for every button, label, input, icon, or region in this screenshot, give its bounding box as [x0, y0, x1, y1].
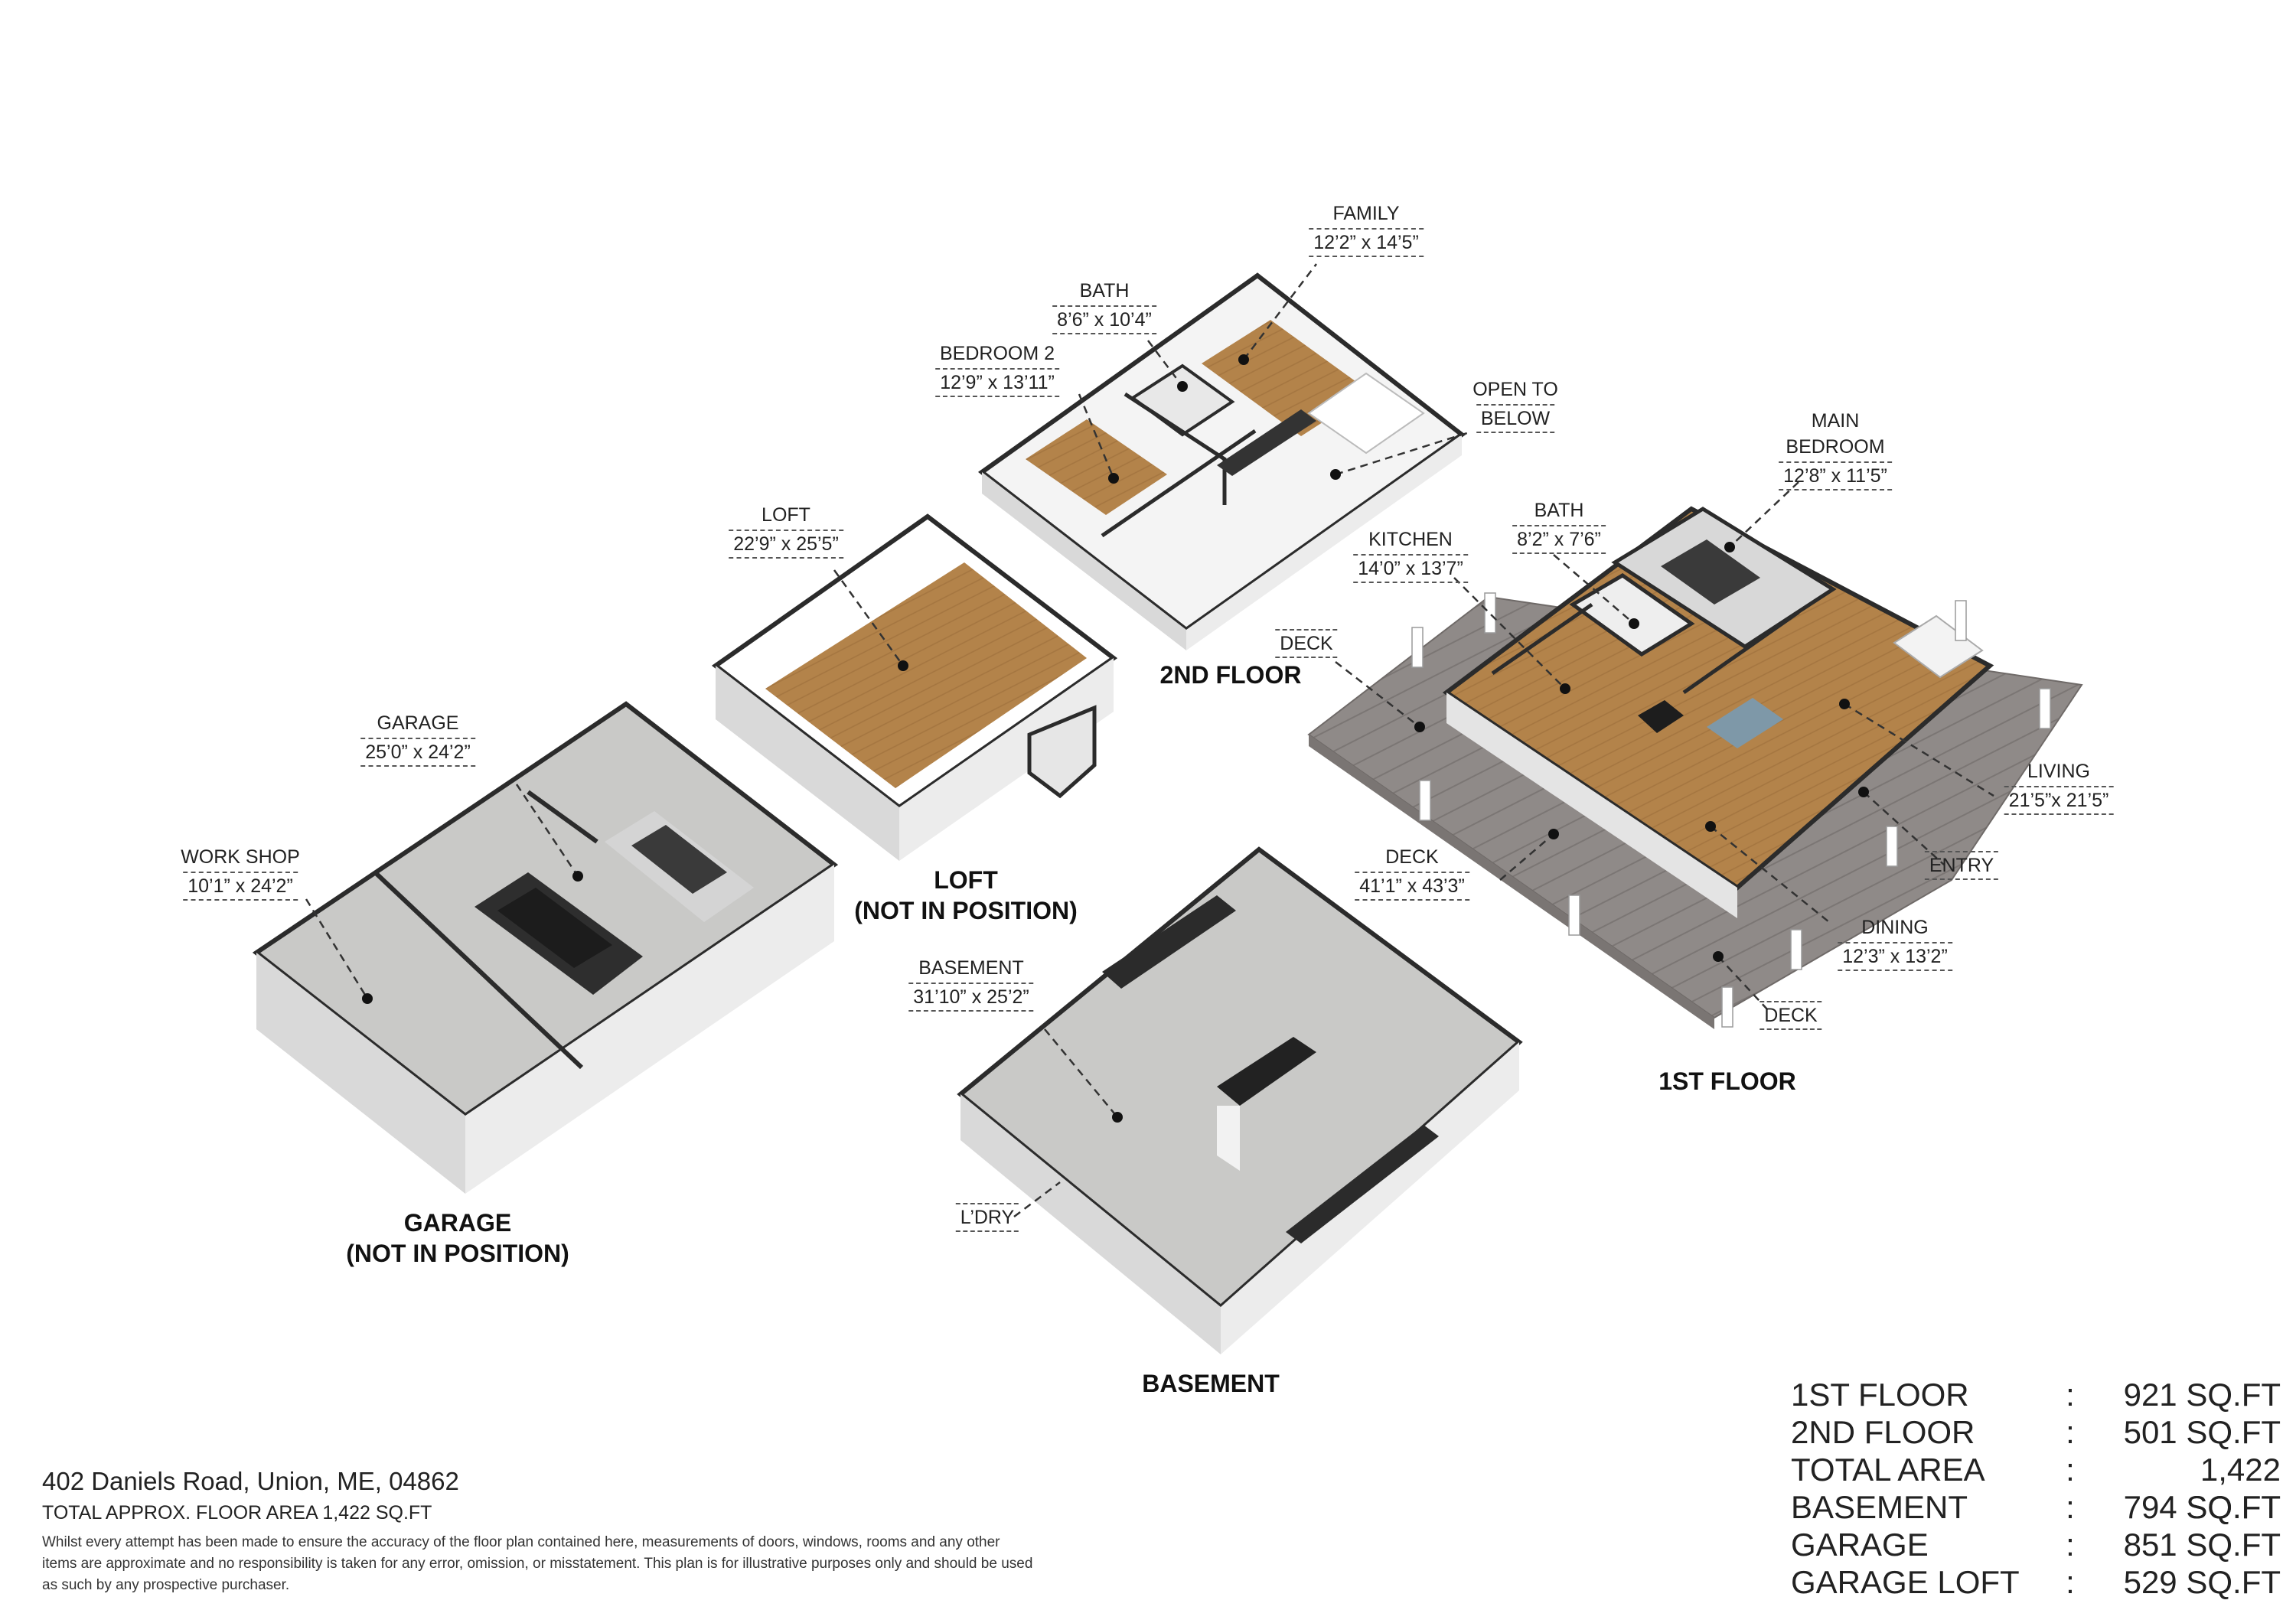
area-separator: : [2066, 1527, 2075, 1563]
area-separator: : [2066, 1452, 2075, 1488]
area-value: 529 SQ.FT [2123, 1564, 2281, 1600]
area-value: 851 SQ.FT [2123, 1527, 2281, 1563]
room-markers [362, 354, 1869, 1123]
area-separator: : [2066, 1564, 2075, 1600]
area-value: 501 SQ.FT [2123, 1414, 2281, 1450]
area-summary-table: 1ST FLOOR : 921 SQ.FT 2ND FLOOR : 501 SQ… [1791, 1376, 2281, 1601]
area-label: GARAGE [1791, 1527, 1929, 1563]
label-laundry: L’DRY [955, 1201, 1019, 1232]
loft-plan [711, 513, 1118, 861]
area-separator: : [2066, 1414, 2075, 1450]
area-row: GARAGE : 851 SQ.FT [1791, 1526, 2281, 1563]
car-dark [475, 872, 643, 995]
title-first-floor: 1ST FLOOR [1658, 1067, 1796, 1095]
label-leaders [305, 263, 1994, 1217]
label-deck-lower: DECK [1760, 999, 1822, 1030]
second-floor-plan [977, 272, 1466, 650]
title-loft: LOFT(NOT IN POSITION) [854, 866, 1078, 924]
title-garage: GARAGE(NOT IN POSITION) [346, 1209, 569, 1267]
area-value: 794 SQ.FT [2123, 1489, 2281, 1525]
area-row: 2ND FLOOR : 501 SQ.FT [1791, 1413, 2281, 1451]
first-floor-plan [1307, 506, 2083, 1029]
area-label: 1ST FLOOR [1791, 1377, 1969, 1413]
area-value: 1,422 SQ.FT [2186, 1452, 2281, 1525]
title-second-floor: 2ND FLOOR [1159, 661, 1302, 689]
area-separator: : [2066, 1489, 2075, 1525]
area-row: 1ST FLOOR : 921 SQ.FT [1791, 1376, 2281, 1413]
area-label: TOTAL AREA [1791, 1452, 1985, 1488]
area-label: BASEMENT [1791, 1489, 1968, 1525]
area-label: GARAGE LOFT [1791, 1564, 2020, 1600]
garage-plan [252, 701, 839, 1194]
label-entry: ENTRY [1924, 849, 1999, 880]
property-address: 402 Daniels Road, Union, ME, 04862 [42, 1467, 459, 1495]
area-separator: : [2066, 1377, 2075, 1413]
area-row: GARAGE LOFT : 529 SQ.FT [1791, 1563, 2281, 1601]
area-row: TOTAL AREA : 1,422 SQ.FT [1791, 1451, 2281, 1525]
area-value: 921 SQ.FT [2123, 1377, 2281, 1413]
basement-plan [957, 846, 1523, 1354]
area-row: BASEMENT : 794 SQ.FT [1791, 1488, 2281, 1526]
label-deck-upper: DECK [1275, 627, 1338, 658]
disclaimer: Whilst every attempt has been made to en… [42, 1534, 1033, 1593]
total-floor-area: TOTAL APPROX. FLOOR AREA 1,422 SQ.FT [42, 1502, 432, 1524]
title-basement: BASEMENT [1142, 1370, 1280, 1397]
car-silver [605, 811, 754, 922]
area-label: 2ND FLOOR [1791, 1414, 1975, 1450]
